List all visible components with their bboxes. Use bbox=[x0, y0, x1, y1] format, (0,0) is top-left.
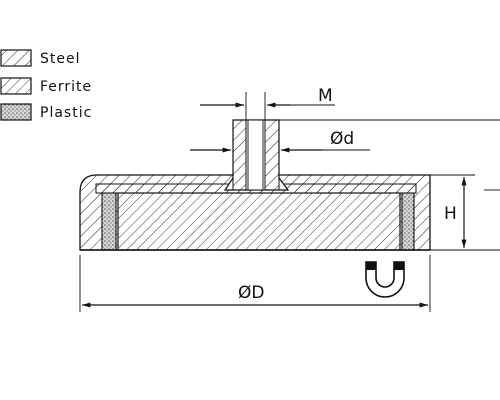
plastic-ring-right bbox=[401, 192, 415, 251]
stem-diameter-label: Ød bbox=[330, 129, 354, 149]
dimension-stem-diameter: Ød bbox=[190, 119, 500, 153]
legend-item-plastic: Plastic bbox=[0, 103, 92, 121]
thread-label: M bbox=[318, 86, 333, 106]
legend-item-steel: Steel bbox=[0, 49, 81, 67]
horseshoe-magnet-icon bbox=[365, 261, 405, 298]
ferrite-core bbox=[117, 192, 401, 251]
steel-swatch bbox=[0, 49, 32, 67]
stem-bore bbox=[245, 119, 266, 191]
ferrite-swatch bbox=[0, 77, 32, 95]
stem-left bbox=[232, 119, 247, 191]
dimension-thread: M bbox=[200, 86, 335, 120]
outer-diameter-label: ØD bbox=[238, 283, 264, 303]
plastic-swatch bbox=[0, 103, 32, 121]
legend: Steel Ferrite Plastic bbox=[0, 49, 92, 121]
dimension-outer-diameter: ØD bbox=[79, 255, 431, 312]
legend-label-steel: Steel bbox=[40, 51, 81, 67]
plastic-ring-left bbox=[101, 192, 117, 251]
legend-label-plastic: Plastic bbox=[40, 105, 92, 121]
legend-label-ferrite: Ferrite bbox=[40, 79, 92, 95]
magnet-body bbox=[79, 119, 431, 251]
stem-right bbox=[264, 119, 280, 191]
dimension-height: H bbox=[430, 174, 500, 251]
legend-item-ferrite: Ferrite bbox=[0, 77, 92, 95]
height-label: H bbox=[444, 204, 457, 224]
